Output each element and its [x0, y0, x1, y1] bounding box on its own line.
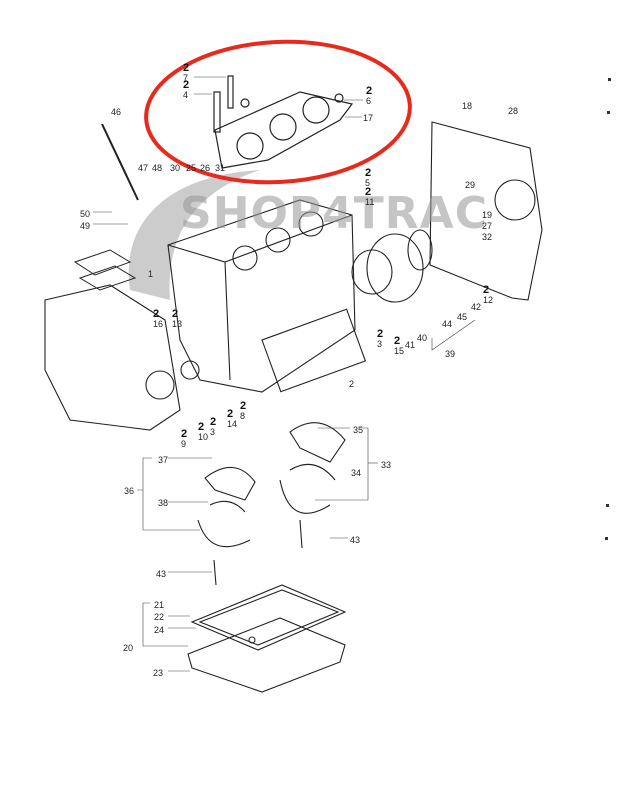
part-callout-c25: 25 [186, 163, 197, 173]
callout-quantity: 2 [227, 408, 234, 420]
engine-block [167, 199, 367, 393]
callout-quantity: 2 [198, 421, 205, 433]
part-callout-c28: 28 [508, 106, 519, 116]
highlight-ellipse [144, 39, 412, 185]
part-callout-c6: 6 [366, 96, 372, 106]
tappet-cover [73, 249, 137, 291]
margin-dot [605, 537, 608, 540]
part-callout-c48: 48 [152, 163, 163, 173]
part-callout-c4: 4 [183, 90, 189, 100]
part-callout-c49: 49 [80, 221, 91, 231]
callout-quantity: 2 [394, 335, 401, 347]
part-callout-c41: 41 [405, 340, 416, 350]
callout-quantity: 2 [210, 416, 217, 428]
part-callout-c43a: 43 [350, 535, 361, 545]
part-callout-c10: 10 [198, 432, 209, 442]
part-callout-c35: 35 [353, 425, 364, 435]
head-bolts [213, 75, 344, 133]
callout-quantity: 2 [183, 79, 190, 91]
part-callout-c37: 37 [158, 455, 169, 465]
part-callout-c23: 23 [153, 668, 164, 678]
part-callout-c16: 16 [153, 319, 164, 329]
callout-quantity: 2 [183, 62, 190, 74]
part-callout-c32: 32 [482, 232, 493, 242]
part-callout-c2: 2 [349, 379, 355, 389]
part-callout-c19: 19 [482, 210, 493, 220]
part-callout-c20: 20 [123, 643, 134, 653]
margin-dot [607, 111, 610, 114]
seal-housing [351, 229, 433, 303]
part-callout-c3b: 3 [210, 427, 216, 437]
part-callout-c11: 11 [365, 197, 375, 207]
bearing-right [279, 422, 346, 549]
callout-quantity: 2 [365, 186, 372, 198]
part-callout-c42: 42 [471, 302, 482, 312]
watermark-text: SHOP4TRAC [180, 188, 489, 239]
margin-dot [606, 504, 609, 507]
part-callout-c29: 29 [465, 180, 476, 190]
part-callout-c12: 12 [483, 295, 494, 305]
callout-quantity: 2 [483, 284, 490, 296]
part-callout-c40: 40 [417, 333, 428, 343]
part-callout-c38: 38 [158, 498, 169, 508]
part-callout-c18: 18 [462, 101, 473, 111]
bearing-left [197, 466, 256, 586]
part-callout-c7: 7 [183, 73, 189, 83]
callout-quantity: 2 [240, 400, 247, 412]
head-gasket [214, 91, 354, 169]
part-callout-c14: 14 [227, 419, 238, 429]
margin-dot [608, 78, 611, 81]
part-callout-c8: 8 [240, 411, 246, 421]
part-callout-c31: 31 [215, 163, 226, 173]
oil-pan [187, 584, 347, 693]
part-callout-c24: 24 [154, 625, 165, 635]
part-callout-c5: 5 [365, 178, 371, 188]
part-callout-c44: 44 [442, 319, 453, 329]
part-callout-c34: 34 [351, 468, 362, 478]
rear-plate [429, 121, 543, 301]
part-callout-c22: 22 [154, 612, 165, 622]
callout-quantity: 2 [172, 308, 179, 320]
part-callout-c9: 9 [181, 439, 187, 449]
part-callout-c30: 30 [170, 163, 181, 173]
part-callout-c47: 47 [138, 163, 149, 173]
part-callout-c21: 21 [154, 600, 165, 610]
part-callout-c39: 39 [445, 349, 456, 359]
part-callout-c36: 36 [124, 486, 135, 496]
part-callout-c50: 50 [80, 209, 91, 219]
part-callout-c15: 15 [394, 346, 405, 356]
callout-quantity: 2 [365, 167, 372, 179]
watermark-swoosh [128, 170, 260, 300]
callout-quantity: 2 [377, 328, 384, 340]
callout-quantity: 2 [366, 85, 373, 97]
part-callout-c46: 46 [111, 107, 122, 117]
part-callout-c17: 17 [363, 113, 374, 123]
part-callout-c13: 13 [172, 319, 183, 329]
part-callout-c1: 1 [148, 269, 154, 279]
part-callout-c33: 33 [381, 460, 392, 470]
gear-case [44, 284, 200, 431]
callout-quantity: 2 [153, 308, 160, 320]
callout-quantity: 2 [181, 428, 188, 440]
part-callout-c3a: 3 [377, 339, 383, 349]
leader-lines [93, 76, 476, 672]
part-callout-c27: 27 [482, 221, 493, 231]
part-callout-c45: 45 [457, 312, 468, 322]
part-callout-c43b: 43 [156, 569, 167, 579]
part-callout-c26: 26 [200, 163, 211, 173]
